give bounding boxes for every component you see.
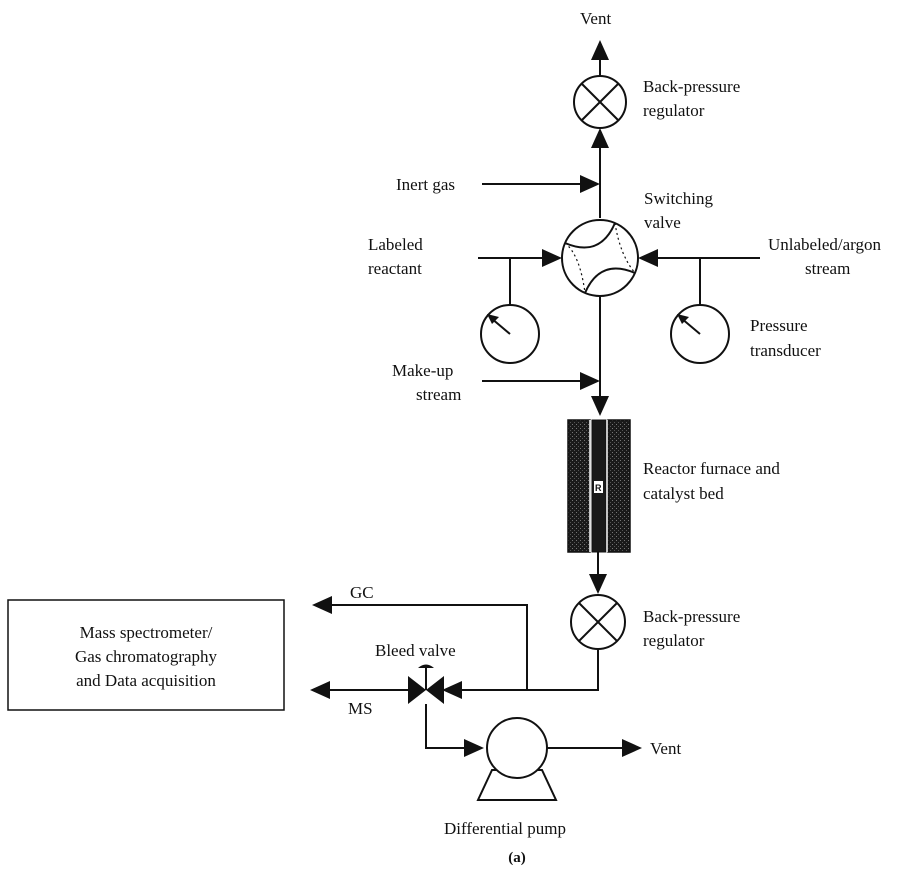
line-to-gc: [330, 604, 528, 690]
line-reactor-to-bpr-bottom: [589, 552, 607, 594]
unlabeled-stream-label-line2: stream: [805, 259, 850, 278]
pump-vent-arrow: [547, 739, 642, 757]
bpr-top-label-line1: Back-pressure: [643, 77, 740, 96]
bpr-bottom-label-line2: regulator: [643, 631, 705, 650]
vent-top-arrow: [591, 40, 609, 76]
switching-valve-label-line1: Switching: [644, 189, 713, 208]
inert-gas-label: Inert gas: [396, 175, 455, 194]
line-valve-to-reactor: [591, 296, 609, 416]
vent-bottom-label: Vent: [650, 739, 681, 758]
pressure-transducer-right: [670, 304, 730, 364]
back-pressure-regulator-bottom: [570, 594, 626, 650]
line-bpr-to-bleed-valve: [450, 650, 599, 691]
reactor-label-line2: catalyst bed: [643, 484, 724, 503]
line-to-ms: [310, 681, 408, 699]
labeled-reactant-label-line1: Labeled: [368, 235, 423, 254]
pressure-transducer-label-line2: transducer: [750, 341, 821, 360]
catalyst-bed-marker: R: [595, 483, 602, 493]
makeup-stream-arrow: [482, 372, 600, 390]
pressure-transducer-left: [480, 304, 540, 364]
analysis-box: [7, 599, 285, 711]
makeup-stream-label-line2: stream: [416, 385, 461, 404]
differential-pump: [476, 717, 558, 801]
switching-valve-label-line2: valve: [644, 213, 681, 232]
reactor-label-line1: Reactor furnace and: [643, 459, 780, 478]
figure-caption: (a): [508, 850, 526, 866]
gc-label: GC: [350, 583, 374, 602]
bleed-valve: [408, 664, 444, 704]
analysis-box-line3: and Data acquisition: [76, 671, 216, 690]
reactor-furnace: [567, 419, 631, 553]
bleed-valve-inlet-arrowhead: [442, 681, 462, 699]
unlabeled-stream-arrow: [638, 249, 760, 267]
inert-gas-arrow: [482, 175, 600, 193]
line-bleed-valve-to-pump: [425, 704, 484, 757]
labeled-reactant-label-line2: reactant: [368, 259, 422, 278]
bpr-top-label-line2: regulator: [643, 101, 705, 120]
line-valve-to-bpr-top: [591, 128, 609, 218]
analysis-box-line2: Gas chromatography: [75, 647, 218, 666]
ms-label: MS: [348, 699, 373, 718]
vent-top-label: Vent: [580, 9, 611, 28]
gc-arrowhead: [312, 596, 332, 614]
unlabeled-stream-label-line1: Unlabeled/argon: [768, 235, 881, 254]
analysis-box-line1: Mass spectrometer/: [80, 623, 213, 642]
makeup-stream-label-line1: Make-up: [392, 361, 453, 380]
back-pressure-regulator-top: [573, 75, 627, 129]
bpr-bottom-label-line1: Back-pressure: [643, 607, 740, 626]
pressure-transducer-label-line1: Pressure: [750, 316, 808, 335]
labeled-reactant-arrow: [478, 249, 562, 267]
bleed-valve-label: Bleed valve: [375, 641, 456, 660]
switching-valve: [561, 219, 639, 297]
pump-label: Differential pump: [444, 819, 566, 838]
